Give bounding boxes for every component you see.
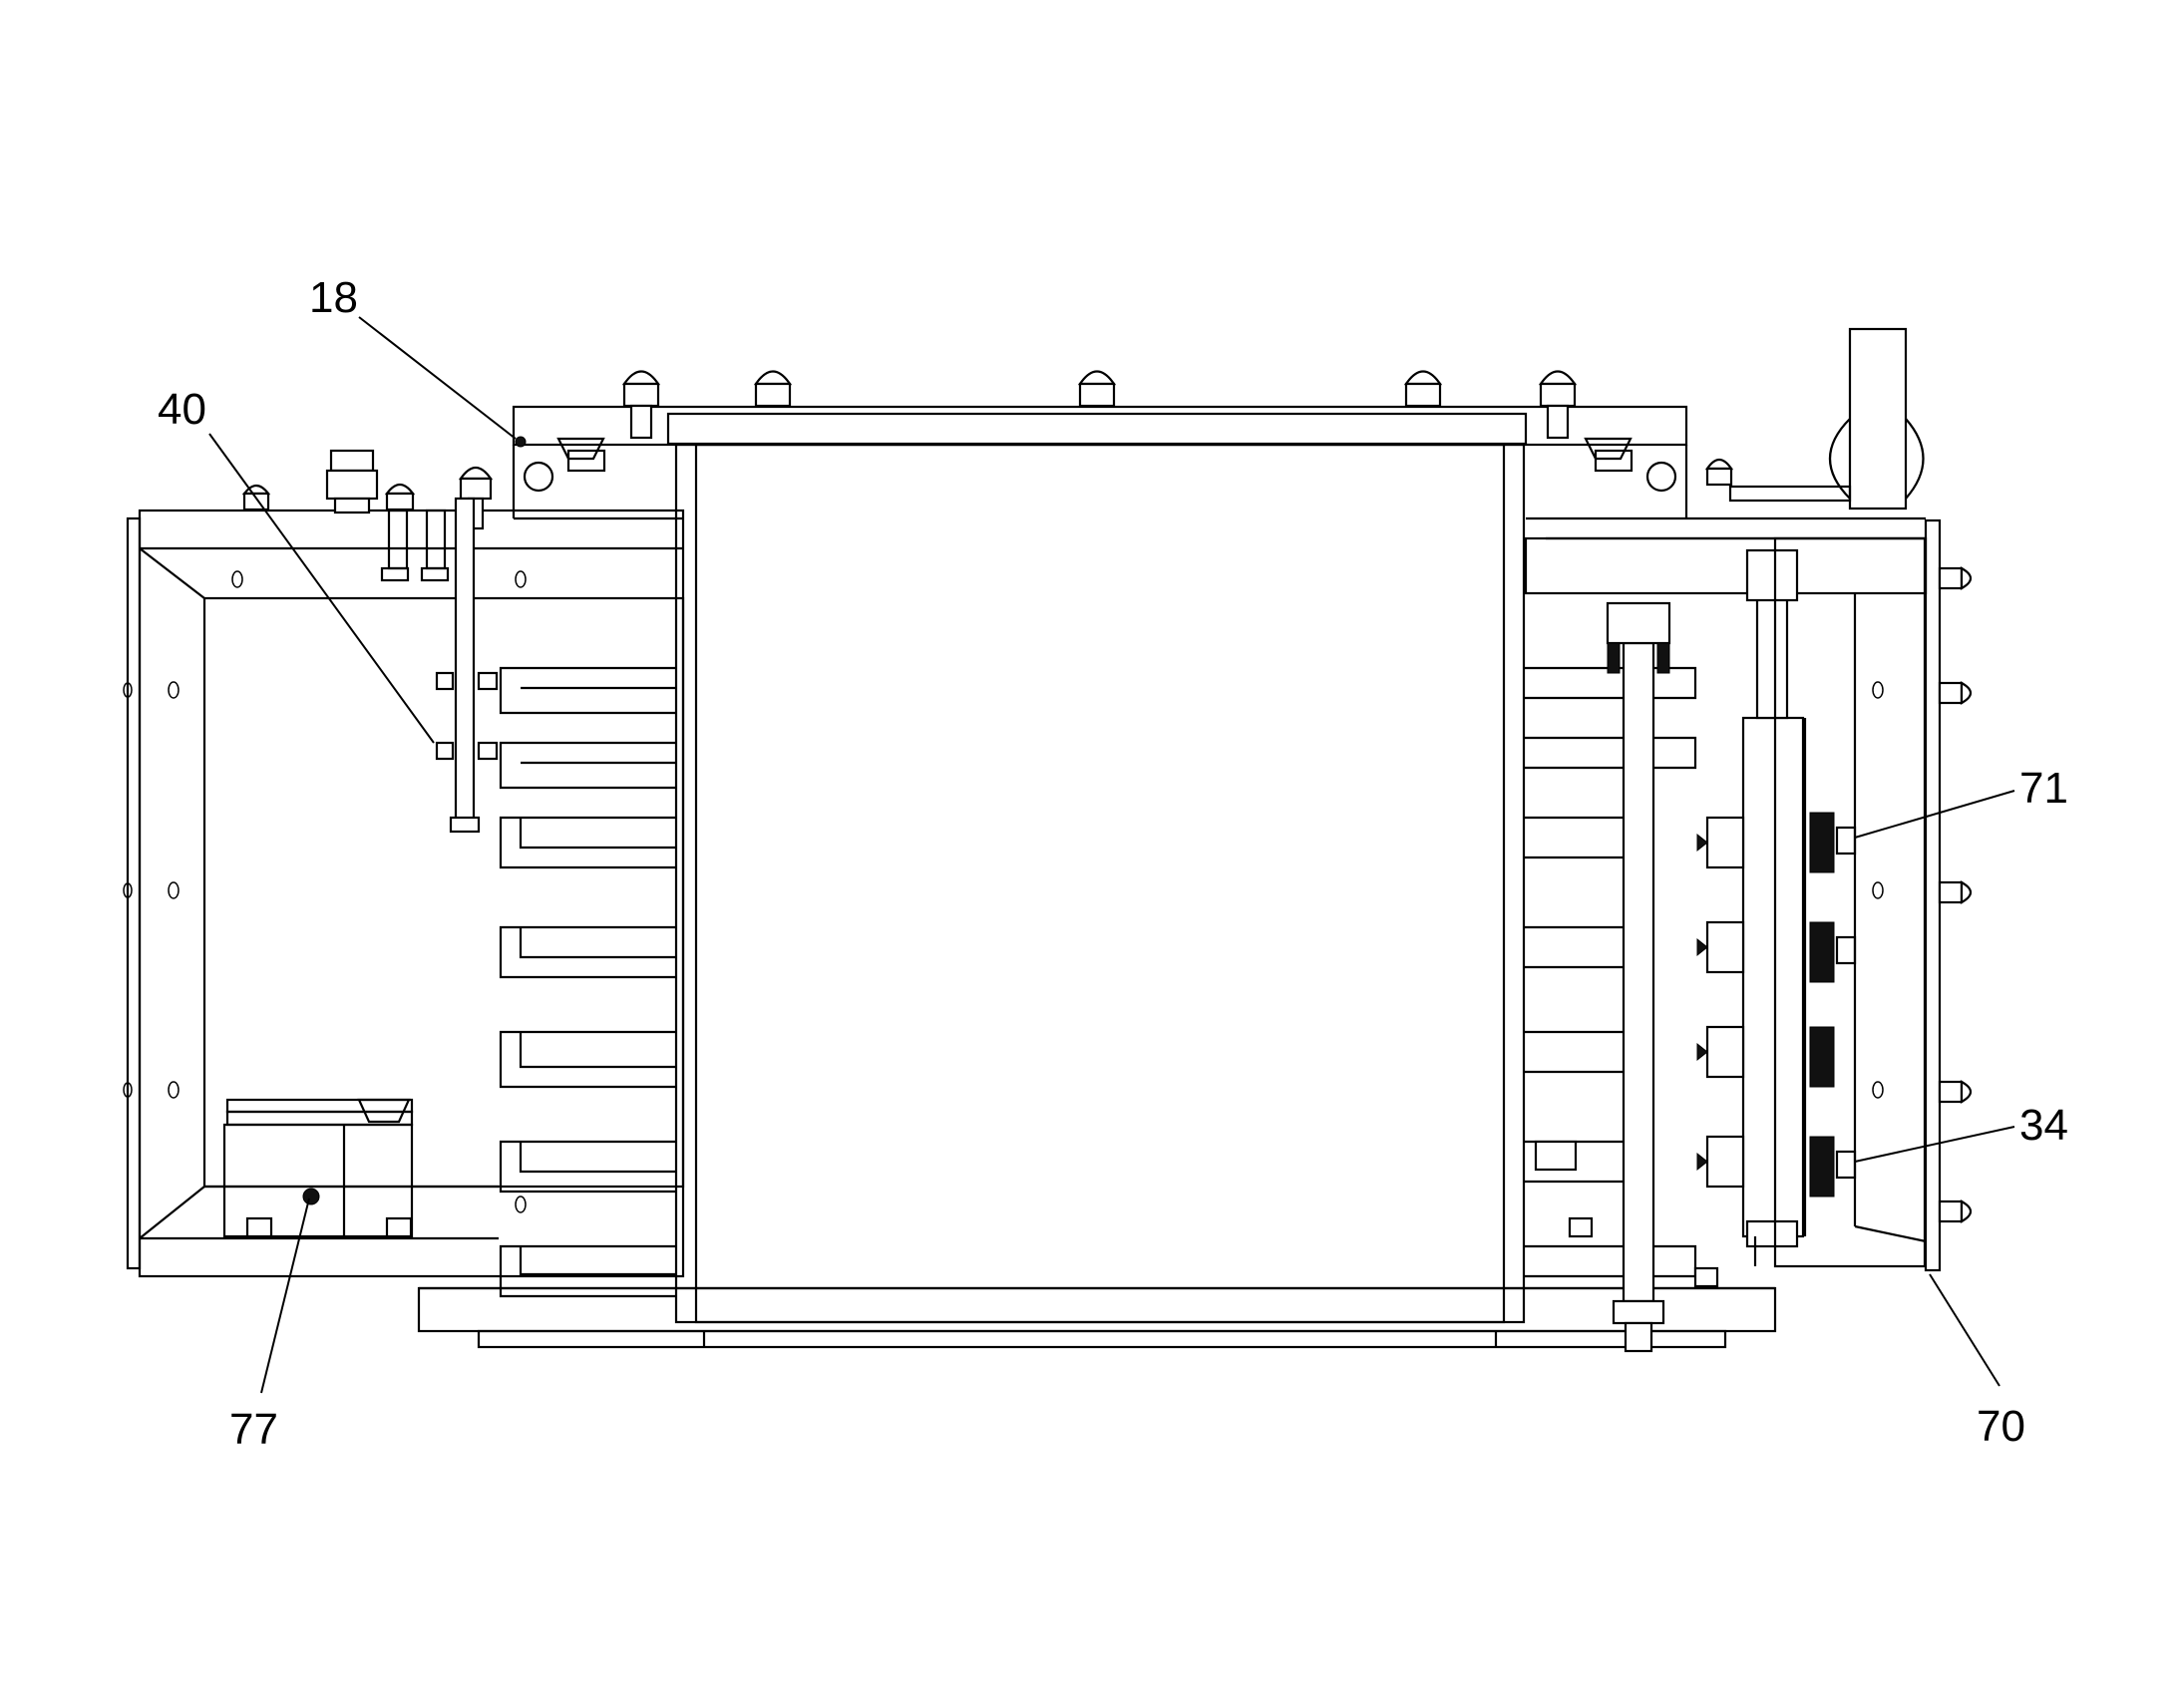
top-plate (512, 405, 1928, 595)
leader-40 (208, 433, 435, 744)
left-frame (126, 509, 685, 1278)
leader-77 (260, 1197, 310, 1394)
right-threaded-rod (1606, 601, 1671, 1353)
label-40: 40 (158, 385, 206, 434)
left-frame-holes (123, 570, 527, 1213)
clip-fittings (1696, 816, 1745, 1189)
acorn-nut-icon (621, 370, 661, 440)
cable-gland (325, 449, 379, 514)
right-comb-fingers (1524, 666, 1697, 1278)
reference-labels: 18 40 71 34 70 77 (158, 273, 2068, 1454)
right-vertical-bar (1741, 548, 1807, 1266)
label-77: 77 (229, 1405, 278, 1454)
left-comb-fingers (499, 666, 676, 1298)
label-71: 71 (2019, 764, 2068, 813)
leader-18 (358, 316, 517, 440)
acorn-nut-icon (1538, 370, 1578, 440)
leader-lines (208, 316, 2015, 1394)
leader-71 (1854, 790, 2015, 839)
label-18: 18 (309, 273, 358, 322)
label-34: 34 (2019, 1101, 2068, 1150)
left-vertical-rod (380, 497, 499, 834)
acorn-nut-icon (1077, 370, 1117, 408)
hinge-brackets (515, 436, 1677, 493)
central-panel (417, 443, 1777, 1349)
top-acorn-nuts (241, 370, 1734, 530)
label-70: 70 (1977, 1402, 2025, 1451)
acorn-nut-icon (753, 370, 793, 408)
acorn-nut-icon (1403, 370, 1443, 408)
right-outer-bolts (1938, 566, 1973, 1223)
acorn-nut-icon (1704, 458, 1734, 487)
acorn-nut-icon (384, 483, 416, 512)
bottom-bolts (1534, 1140, 1719, 1288)
top-right-post (1728, 327, 1925, 511)
leader-70 (1929, 1273, 2000, 1387)
motor-box (222, 1098, 414, 1238)
knurled-blocks (1809, 812, 1857, 1197)
leader-34 (1854, 1126, 2015, 1163)
